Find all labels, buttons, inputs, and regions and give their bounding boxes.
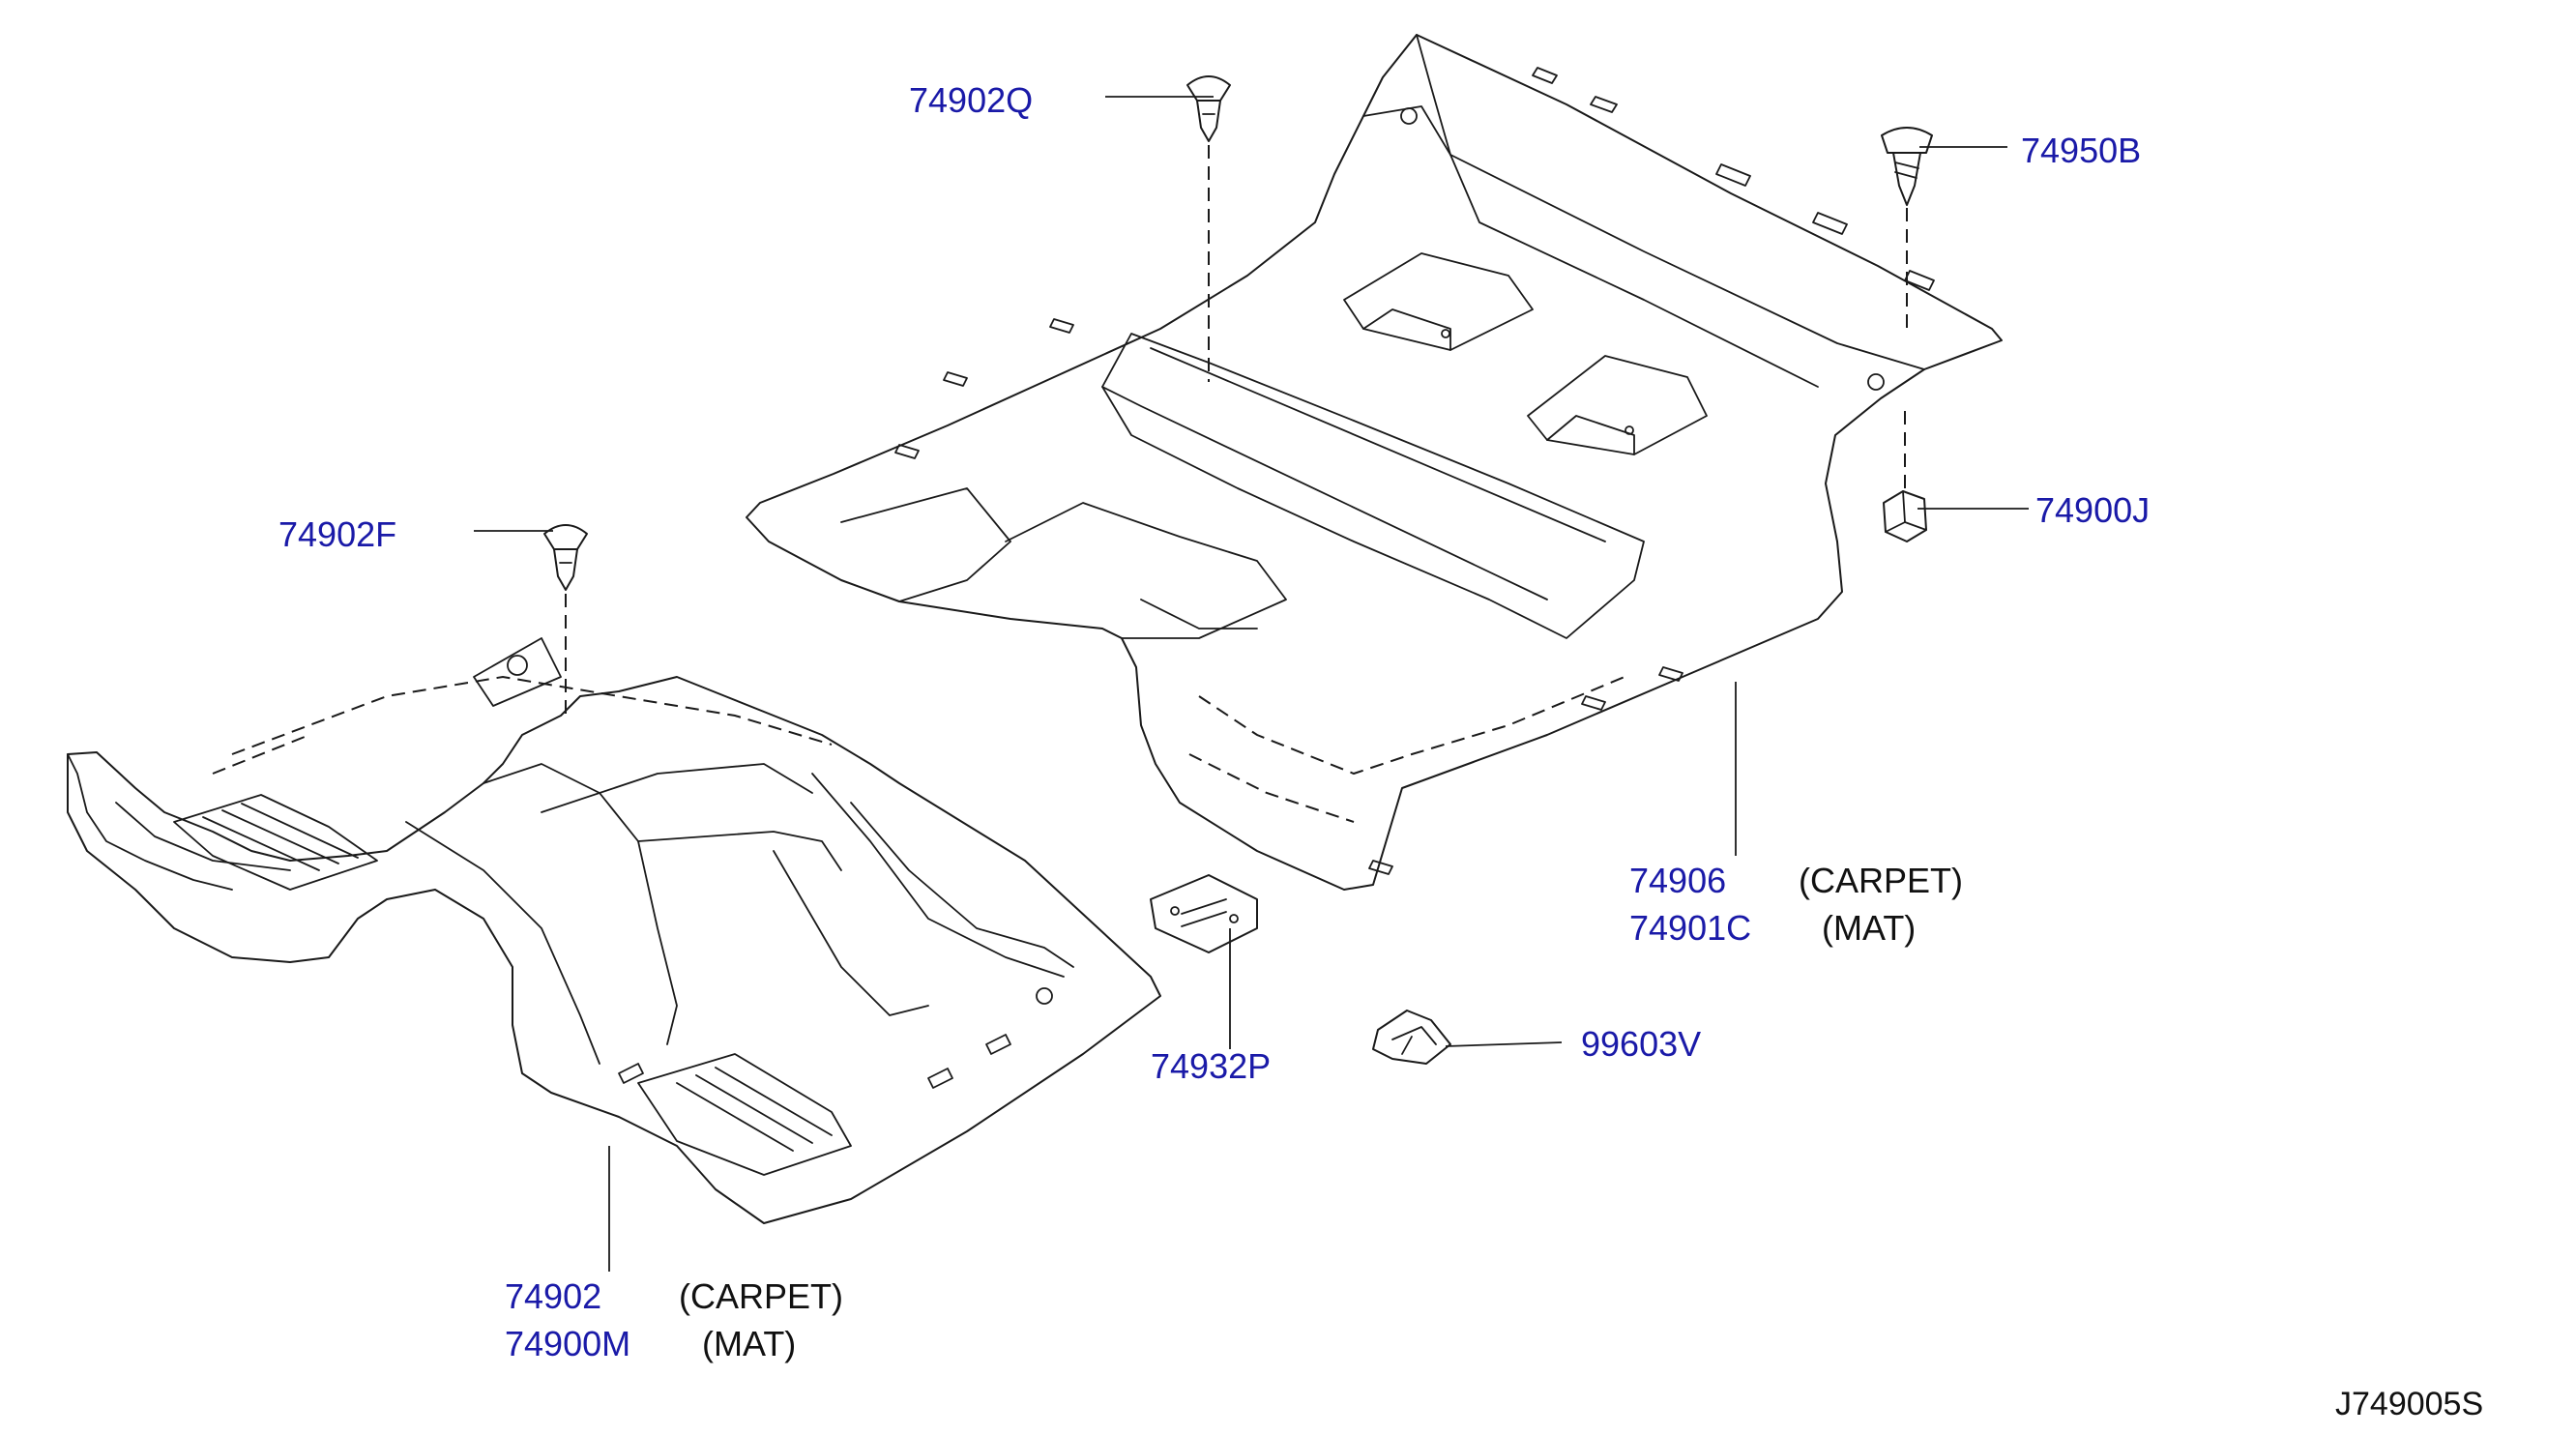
rear-floor-carpet bbox=[746, 34, 2003, 891]
callout-74906: 74906 bbox=[1629, 861, 1726, 900]
callout-74902-desc: (CARPET) bbox=[679, 1276, 843, 1316]
leader-lines bbox=[474, 96, 2029, 1272]
diagram-reference-code: J749005S bbox=[2335, 1386, 2483, 1422]
callout-74900m-desc: (MAT) bbox=[702, 1324, 796, 1363]
plate-74932p-icon bbox=[1150, 874, 1258, 953]
clip-74902q-icon bbox=[1186, 75, 1231, 142]
callout-74906-desc: (CARPET) bbox=[1799, 861, 1963, 900]
screw-74950b-icon bbox=[1881, 127, 1933, 206]
callout-74900m: 74900M bbox=[505, 1324, 630, 1363]
callout-74900j: 74900J bbox=[2035, 490, 2150, 530]
clip-74902f-icon bbox=[543, 524, 588, 591]
callout-74901c-desc: (MAT) bbox=[1822, 908, 1916, 948]
callout-99603v: 99603V bbox=[1581, 1024, 1701, 1064]
callout-74950b: 74950B bbox=[2021, 131, 2141, 170]
callout-74902: 74902 bbox=[505, 1276, 601, 1316]
nut-74900j-icon bbox=[1883, 490, 1927, 542]
callout-74901c: 74901C bbox=[1629, 908, 1751, 948]
clip-99603v-icon bbox=[1372, 1010, 1451, 1065]
callout-74902q: 74902Q bbox=[909, 80, 1033, 120]
front-floor-carpet bbox=[67, 637, 1161, 1224]
callout-74902f: 74902F bbox=[278, 514, 396, 554]
callout-74932p: 74932P bbox=[1151, 1046, 1271, 1086]
